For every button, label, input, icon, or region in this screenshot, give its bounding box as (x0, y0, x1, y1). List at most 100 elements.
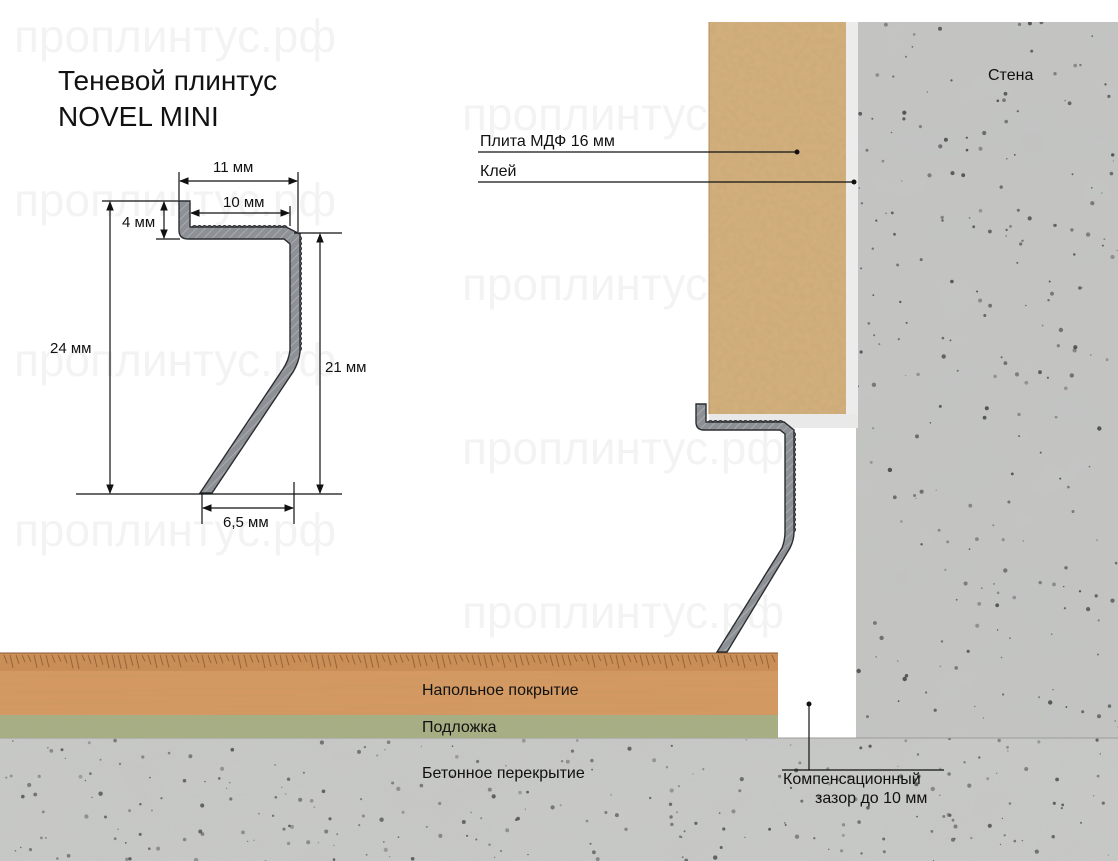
pore-dot (858, 111, 863, 116)
profile-rib (793, 441, 797, 448)
wood-grain-mark (519, 654, 524, 666)
concrete-slab (0, 737, 1118, 861)
pore-dot (451, 745, 454, 747)
profile-rib (241, 224, 248, 228)
pore-dot (988, 303, 992, 308)
pore-dot (1016, 208, 1020, 212)
wood-grain-mark (585, 654, 590, 665)
pore-dot (624, 827, 628, 831)
pore-dot (866, 715, 869, 719)
profile-rib (793, 446, 797, 453)
profile-rib (793, 501, 797, 508)
pore-dot (902, 110, 907, 115)
wood-grain-mark (51, 654, 56, 664)
pore-dot (926, 91, 929, 93)
pore-dot (451, 775, 454, 778)
wood-grain-mark (153, 654, 158, 669)
pore-dot (500, 850, 502, 852)
pore-dot (384, 748, 386, 751)
pore-dot (940, 215, 944, 220)
wood-grain-mark (63, 654, 68, 664)
pore-dot (702, 768, 705, 771)
pore-dot (487, 787, 492, 792)
wood-grain-mark (177, 654, 182, 668)
wood-grain-mark (333, 654, 338, 669)
pore-dot (1046, 376, 1049, 379)
wood-grain-mark (537, 654, 542, 665)
pore-dot (271, 814, 275, 817)
wood-grain-mark (57, 654, 62, 662)
pore-dot (226, 787, 228, 790)
pore-dot (897, 338, 900, 341)
pore-dot (951, 837, 955, 842)
pore-dot (1079, 821, 1083, 824)
pore-dot (683, 830, 686, 833)
pore-dot (585, 819, 589, 823)
wood-grain-mark (387, 654, 392, 666)
pore-dot (935, 489, 937, 491)
pore-dot (913, 778, 917, 782)
pore-dot (982, 415, 987, 420)
pore-dot (875, 73, 880, 77)
pore-dot (897, 700, 900, 703)
profile-rib (757, 419, 764, 423)
pore-dot (993, 374, 997, 379)
wood-grain-mark (567, 654, 572, 666)
pore-dot (20, 846, 22, 849)
wood-grain-mark (441, 654, 446, 668)
pore-dot (892, 75, 895, 78)
wood-grain-mark (243, 654, 248, 668)
pore-dot (1006, 745, 1009, 749)
pore-dot (871, 247, 874, 250)
wood-grain-mark (183, 654, 188, 663)
profile-rib (793, 451, 797, 458)
wood-grain-mark (591, 654, 596, 668)
wood-grain-mark (159, 654, 164, 666)
wood-grain-mark (639, 654, 644, 667)
pore-dot (974, 705, 976, 708)
pore-dot (306, 840, 311, 845)
pore-dot (138, 832, 142, 836)
pore-dot (984, 406, 989, 411)
pore-dot (718, 812, 721, 814)
wood-grain-mark (627, 654, 632, 663)
pore-dot (386, 740, 391, 744)
pore-dot (317, 842, 319, 844)
wood-grain-mark (693, 654, 698, 663)
wood-grain-mark (765, 654, 770, 669)
dimension-lines (76, 172, 342, 524)
wood-grain-mark (699, 654, 704, 667)
profile-rib (717, 419, 724, 423)
pore-dot (1114, 720, 1116, 722)
pore-dot (950, 79, 953, 82)
dimension-labels: 11 мм 10 мм 4 мм 24 мм 21 мм 6,5 мм (50, 159, 366, 531)
pore-dot (978, 146, 983, 151)
pore-dot (1048, 700, 1053, 705)
wood-grain-mark (549, 654, 554, 667)
pore-dot (198, 829, 203, 834)
pore-dot (480, 817, 483, 820)
pore-dot (1053, 72, 1057, 76)
wood-grain-mark (651, 654, 656, 664)
pore-dot (592, 850, 596, 855)
pore-dot (836, 778, 840, 782)
wood-grain-mark (615, 654, 620, 669)
pore-dot (193, 857, 199, 861)
concrete-wall (856, 22, 1118, 740)
pore-dot (1091, 187, 1093, 189)
pore-dot (570, 749, 575, 753)
baseboard-profile-detail (178, 200, 303, 494)
pore-dot (853, 797, 858, 802)
pore-dot (919, 258, 923, 262)
pore-dot (1110, 255, 1115, 259)
pore-dot (286, 777, 291, 781)
pore-dot (141, 755, 145, 759)
pore-dot (40, 836, 43, 840)
title-line-1: Теневой плинтус (58, 65, 277, 96)
pore-dot (1017, 412, 1021, 417)
wood-grain-mark (117, 654, 122, 669)
pore-dot (1054, 224, 1057, 227)
pore-dot (999, 843, 1002, 846)
wall-label: Стена (988, 67, 1033, 84)
profile-rib (299, 310, 303, 317)
